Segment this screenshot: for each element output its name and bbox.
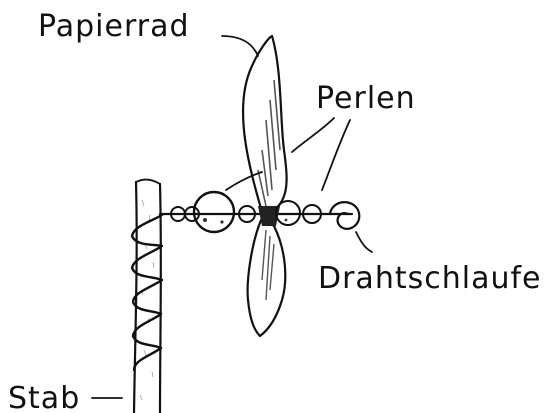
label-drahtschlaufe: Drahtschlaufe <box>318 261 541 296</box>
label-papierrad: Papierrad <box>38 9 190 44</box>
label-perlen: Perlen <box>316 81 416 116</box>
stick <box>134 180 161 413</box>
label-stab: Stab <box>8 381 80 413</box>
bead <box>194 192 234 232</box>
paper-wheel <box>243 36 287 336</box>
wire-loop <box>330 202 359 229</box>
beads <box>171 192 321 232</box>
